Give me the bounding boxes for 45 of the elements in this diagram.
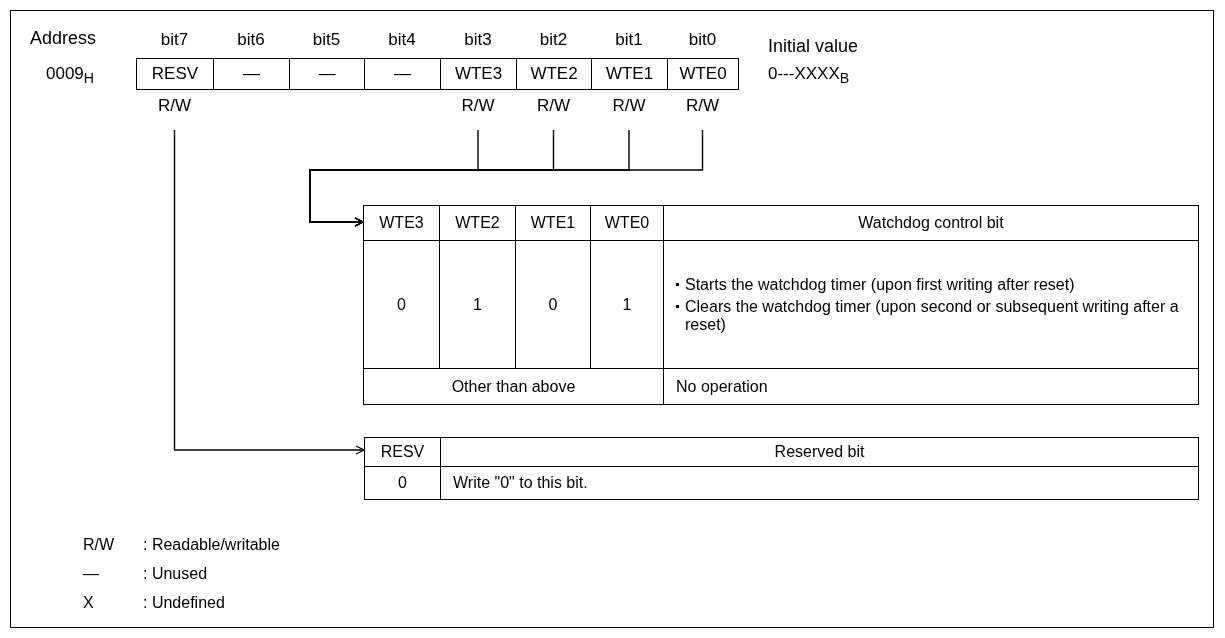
bit-number: bit1 (614, 30, 644, 50)
bit-number: bit6 (236, 30, 266, 50)
register-field: — (364, 58, 441, 90)
register-field: — (213, 58, 290, 90)
description-text: No operation (663, 368, 1199, 405)
condition-text: Other than above (363, 368, 664, 405)
register-address-caption: Address (30, 28, 97, 48)
initial-value-caption: Initial value (768, 36, 859, 56)
access-type: R/W (156, 96, 192, 116)
legend-symbol: R/W (83, 535, 115, 555)
access-type: R/W (611, 96, 647, 116)
register-field: WTE1 (591, 58, 668, 90)
bit-number: bit0 (687, 30, 718, 50)
column-header: WTE3 (363, 205, 440, 241)
bit-description-table (363, 205, 1198, 404)
access-type: R/W (535, 96, 571, 116)
column-header: Reserved bit (440, 437, 1199, 467)
access-type: R/W (684, 96, 720, 116)
bit-description-table (364, 437, 1198, 499)
register-field: WTE3 (440, 58, 517, 90)
register-address: 0009$_{H}$ (46, 64, 95, 89)
legend-description: : Undefined (143, 593, 225, 613)
legend-description: : Unused (143, 564, 208, 584)
bit-number: bit4 (387, 30, 417, 50)
connector-arrow (173, 129, 365, 455)
bit-number: bit7 (159, 30, 190, 50)
description-text: Write "0" to this bit. (440, 466, 1199, 500)
bit-number: bit5 (311, 30, 342, 50)
register-field: WTE2 (516, 58, 592, 90)
connector-arrow (309, 129, 704, 227)
bit-number: bit2 (538, 30, 569, 50)
column-header: Watchdog control bit (663, 205, 1199, 241)
register-field: WTE0 (667, 58, 739, 90)
description-text: Clears the watchdog timer (upon second or subsequent writing after a reset) (685, 297, 1180, 334)
bit-number: bit3 (463, 30, 493, 50)
initial-value: 0---XXXX$_{B}$ (768, 64, 850, 89)
legend-symbol: — (83, 564, 99, 584)
column-header: RESV (364, 437, 441, 467)
legend-description: : Readable/writable (143, 535, 280, 555)
register-field: RESV (136, 58, 214, 90)
register-field: — (289, 58, 365, 90)
legend-symbol: X (83, 593, 94, 613)
bit-value: 0 (364, 466, 441, 500)
access-type: R/W (460, 96, 496, 116)
description-text: Starts the watchdog timer (upon first writing after reset) (685, 275, 1075, 294)
